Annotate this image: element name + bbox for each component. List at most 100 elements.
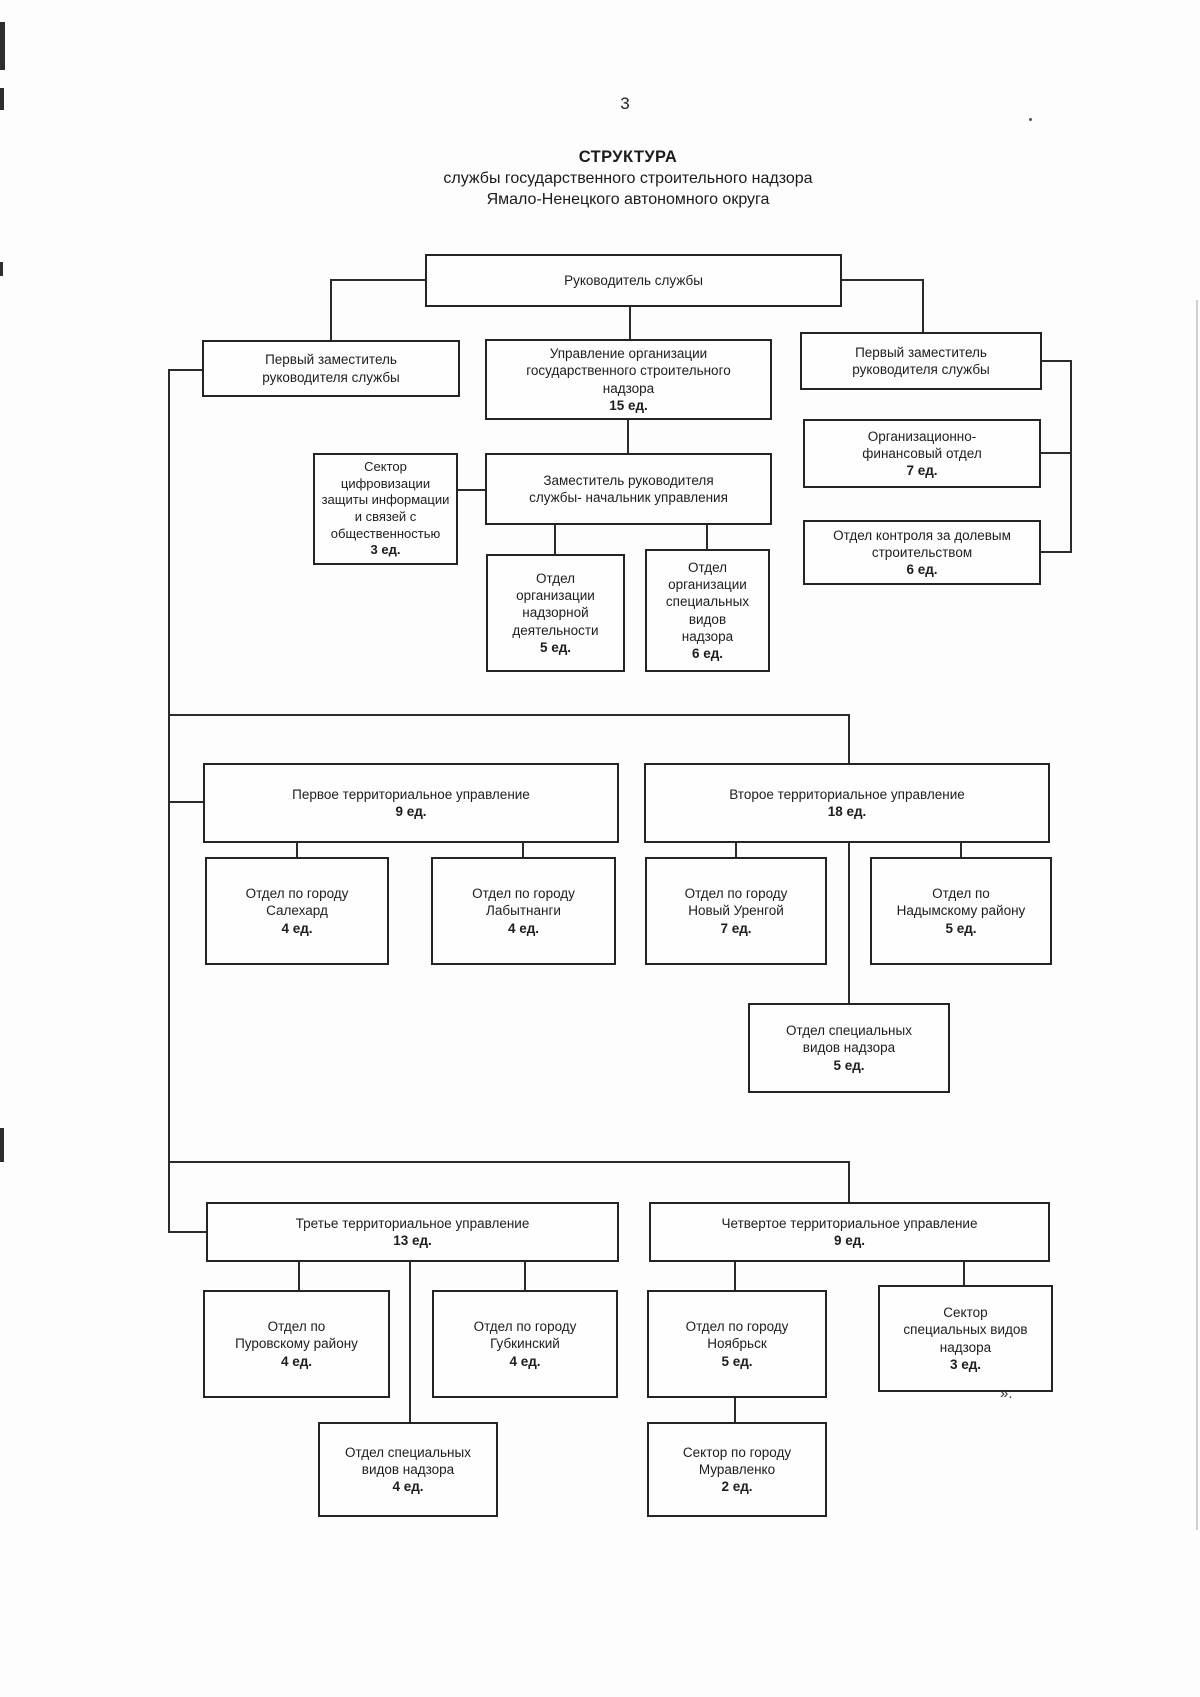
org-box-label: Отдел по городу Салехард	[245, 886, 349, 919]
org-box-deputy-head-directorate: Заместитель руководителя службы- начальн…	[485, 453, 772, 525]
org-box-label: Отдел по Пуровскому району	[235, 1319, 358, 1352]
org-box-label: Отдел специальных видов надзора	[345, 1444, 471, 1477]
org-box-units: 4 ед.	[507, 920, 540, 936]
connector-line	[1039, 551, 1072, 553]
connector-line	[960, 841, 962, 859]
connector-line	[330, 279, 427, 281]
org-box-label: Второе территориальное управление	[729, 786, 965, 802]
connector-line	[168, 1161, 850, 1163]
org-box-label: Руководитель службы	[564, 272, 703, 288]
org-box-units: 7 ед.	[720, 920, 752, 936]
org-box-label: Отдел организации специальных видов надз…	[665, 559, 750, 644]
connector-line	[298, 1260, 300, 1292]
org-box-units: 13 ед.	[393, 1233, 432, 1248]
org-box-units: 5 ед.	[945, 920, 977, 936]
org-box-label: Сектор специальных видов надзора	[903, 1304, 1028, 1355]
org-box-label: Сектор цифровизации защиты информации и …	[321, 459, 450, 541]
org-box-label: Первый заместитель руководителя службы	[852, 344, 990, 377]
connector-line	[330, 279, 332, 342]
org-box-terr-dir-3: Третье территориальное управление 13 ед.	[206, 1202, 619, 1262]
connector-line	[627, 418, 629, 455]
org-box-terr-dir-1: Первое территориальное управление 9 ед.	[203, 763, 619, 843]
org-box-head: Руководитель службы	[425, 254, 842, 307]
org-box-gubkinsky-dept: Отдел по городу Губкинский 4 ед.	[432, 1290, 618, 1398]
org-box-noyabrsk-dept: Отдел по городу Ноябрьск 5 ед.	[647, 1290, 827, 1398]
doc-subtitle-2: Ямало-Ненецкого автономного округа	[486, 191, 770, 208]
org-box-label: Отдел организации надзорной деятельности	[512, 570, 599, 638]
doc-subtitle-1: службы государственного строительного на…	[443, 170, 813, 187]
connector-line	[296, 841, 298, 859]
connector-line	[1070, 360, 1072, 553]
connector-line	[1040, 360, 1072, 362]
connector-line	[168, 801, 205, 803]
connector-line	[524, 1260, 526, 1292]
org-box-novy-urengoy-dept: Отдел по городу Новый Уренгой 7 ед.	[645, 857, 827, 965]
connector-line	[734, 1396, 736, 1424]
org-box-units: 2 ед.	[721, 1479, 753, 1495]
org-box-label: Отдел специальных видов надзора	[786, 1023, 912, 1056]
org-box-label: Четвертое территориальное управление	[721, 1215, 978, 1231]
org-box-units: 4 ед.	[392, 1479, 424, 1495]
org-box-terr-dir-2: Второе территориальное управление 18 ед.	[644, 763, 1050, 843]
connector-line	[922, 279, 924, 334]
org-box-purovsky-dept: Отдел по Пуровскому району 4 ед.	[203, 1290, 390, 1398]
org-box-terr-dir-4: Четвертое территориальное управление 9 е…	[649, 1202, 1050, 1262]
org-box-label: Отдел по Надымскому району	[896, 886, 1026, 919]
connector-line	[706, 523, 708, 551]
connector-line	[168, 1231, 208, 1233]
connector-line	[168, 369, 204, 371]
connector-line	[848, 1161, 850, 1204]
org-box-units: 7 ед.	[906, 463, 938, 479]
org-box-units: 9 ед.	[395, 804, 427, 819]
org-box-label: Первое территориальное управление	[292, 786, 530, 802]
connector-line	[554, 523, 556, 556]
org-box-labytnangi-dept: Отдел по городу Лабытнанги 4 ед.	[431, 857, 616, 965]
org-box-units: 4 ед.	[280, 1353, 313, 1369]
org-box-units: 9 ед.	[833, 1233, 866, 1248]
scan-dot	[1029, 118, 1032, 121]
org-box-units: 3 ед.	[949, 1356, 982, 1372]
org-box-label: Отдел по городу Лабытнанги	[472, 886, 575, 919]
org-box-units: 4 ед.	[281, 920, 313, 936]
org-box-special-supervision-dept-3: Отдел специальных видов надзора 4 ед.	[318, 1422, 498, 1517]
scan-artifact	[0, 262, 3, 276]
org-box-label: Заместитель руководителя службы- начальн…	[529, 472, 728, 505]
org-box-units: 18 ед.	[827, 804, 867, 819]
org-box-units: 5 ед.	[833, 1057, 865, 1073]
org-box-label: Отдел по городу Новый Уренгой	[684, 886, 788, 919]
org-box-units: 15 ед.	[609, 397, 648, 413]
org-box-label: Управление организации государственного …	[526, 345, 731, 396]
closing-quote-mark: ».	[1000, 1385, 1013, 1402]
scan-edge-line	[1196, 300, 1198, 1530]
org-box-muravlenko-sector: Сектор по городу Муравленко 2 ед.	[647, 1422, 827, 1517]
connector-line	[522, 841, 524, 859]
org-box-special-supervision-sector-4: Сектор специальных видов надзора 3 ед.	[878, 1285, 1053, 1392]
org-box-units: 6 ед.	[906, 562, 938, 578]
org-box-supervision-org-dept: Отдел организации надзорной деятельности…	[486, 554, 625, 672]
org-box-first-deputy-left: Первый заместитель руководителя службы	[202, 340, 460, 397]
org-box-units: 4 ед.	[509, 1353, 541, 1369]
connector-line	[629, 305, 631, 341]
org-box-salekhard-dept: Отдел по городу Салехард 4 ед.	[205, 857, 389, 965]
org-box-label: Третье территориальное управление	[295, 1215, 530, 1231]
org-box-nadym-dept: Отдел по Надымскому району 5 ед.	[870, 857, 1052, 965]
org-box-label: Сектор по городу Муравленко	[682, 1444, 792, 1477]
scan-artifact	[0, 1128, 4, 1162]
org-box-units: 6 ед.	[691, 646, 724, 662]
org-box-units: 3 ед.	[370, 542, 401, 558]
connector-line	[409, 1260, 411, 1424]
connector-line	[840, 279, 924, 281]
scan-artifact	[0, 22, 5, 70]
org-box-label: Первый заместитель руководителя службы	[262, 352, 400, 385]
org-box-special-supervision-dept-2: Отдел специальных видов надзора 5 ед.	[748, 1003, 950, 1093]
connector-line	[1039, 452, 1072, 454]
doc-title: СТРУКТУРА	[578, 148, 678, 166]
connector-line	[735, 841, 737, 859]
org-box-directorate-org-supervision: Управление организации государственного …	[485, 339, 772, 420]
org-box-label: Отдел контроля за долевым строительством	[833, 527, 1011, 560]
scan-artifact	[0, 88, 4, 110]
org-box-label: Отдел по городу Губкинский	[473, 1319, 577, 1352]
org-box-org-finance-dept: Организационно- финансовый отдел 7 ед.	[803, 419, 1041, 488]
connector-line	[848, 841, 850, 1005]
